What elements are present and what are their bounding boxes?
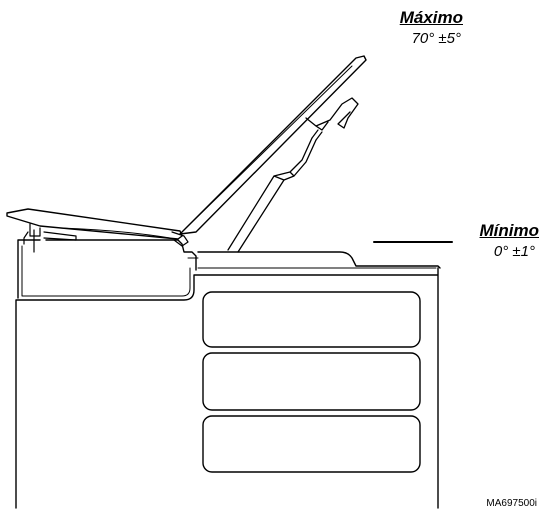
cabinet-inner-line (21, 245, 437, 297)
maximum-angle-title: Máximo (399, 8, 463, 27)
minimum-angle-value: 0° ±1° (493, 243, 535, 260)
backrest-inner-edge (185, 65, 353, 229)
seat-hinge (23, 223, 77, 253)
seat-underside (59, 227, 171, 239)
gas-strut (227, 137, 317, 253)
headrest (305, 97, 359, 131)
drawer-bottom (202, 415, 421, 473)
cabinet-base (15, 267, 439, 509)
figure-code: MA697500i (486, 498, 537, 509)
drawer-middle (202, 352, 421, 411)
cabinet-top-profile (17, 239, 441, 299)
backrest-section (179, 55, 367, 235)
seat-section (6, 208, 183, 240)
minimum-angle-title: Mínimo (479, 221, 540, 240)
maximum-angle-value: 70° ±5° (411, 30, 461, 47)
strut-rod (311, 129, 323, 141)
drawer-top (202, 291, 421, 348)
